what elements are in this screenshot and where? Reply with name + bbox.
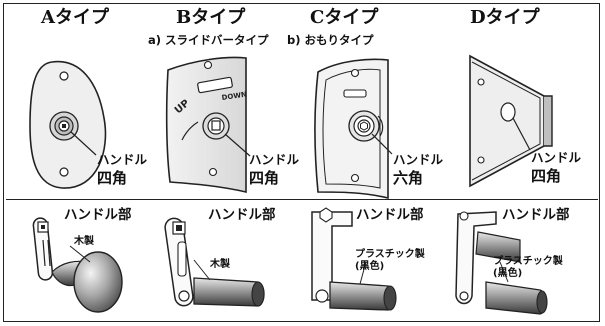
handle-d-material: プラスチック製 [493,256,563,267]
type-b-socket-shape: 四角 [249,169,280,187]
type-a-title: Aタイプ [41,7,109,28]
handle-d-part-label: ハンドル部 [502,207,570,223]
type-b-title: Bタイプ [176,7,246,28]
type-a-socket-shape: 四角 [97,169,128,187]
handle-d-material-color: (黒色) [493,268,523,279]
type-c-title: Cタイプ [310,7,379,28]
type-c-handle-label: ハンドル [393,152,444,167]
type-a-plate [29,60,107,189]
type-b-subtitle: a) スライドバータイプ [148,33,269,47]
type-c-socket-shape: 六角 [393,169,424,187]
section-divider [6,199,598,200]
type-d-socket-shape: 四角 [531,167,562,185]
type-a-handle-label: ハンドル [97,152,148,167]
handle-d-drawing [455,211,548,315]
handle-c-part-label: ハンドル部 [356,207,424,223]
handle-b-part-label: ハンドル部 [208,207,276,223]
type-c-subtitle: b) おもりタイプ [287,33,374,47]
handle-a-drawing [32,217,123,313]
handle-a-part-label: ハンドル部 [64,207,132,223]
diagram-frame [3,3,600,322]
handle-c-material-color: (黒色) [355,261,385,272]
type-c-plate [314,58,393,200]
handle-b-material: 木製 [210,259,230,270]
handle-a-material: 木製 [74,236,94,247]
type-b-down-label: DOWN [221,91,247,102]
handle-c-drawing [311,207,397,311]
handle-c-material: プラスチック製 [355,249,425,260]
handle-b-drawing [164,217,265,307]
type-d-handle-label: ハンドル [531,150,582,165]
type-b-plate [165,56,251,194]
type-d-plate [469,54,553,188]
type-b-handle-label: ハンドル [249,152,300,167]
type-d-title: Dタイプ [470,7,540,28]
